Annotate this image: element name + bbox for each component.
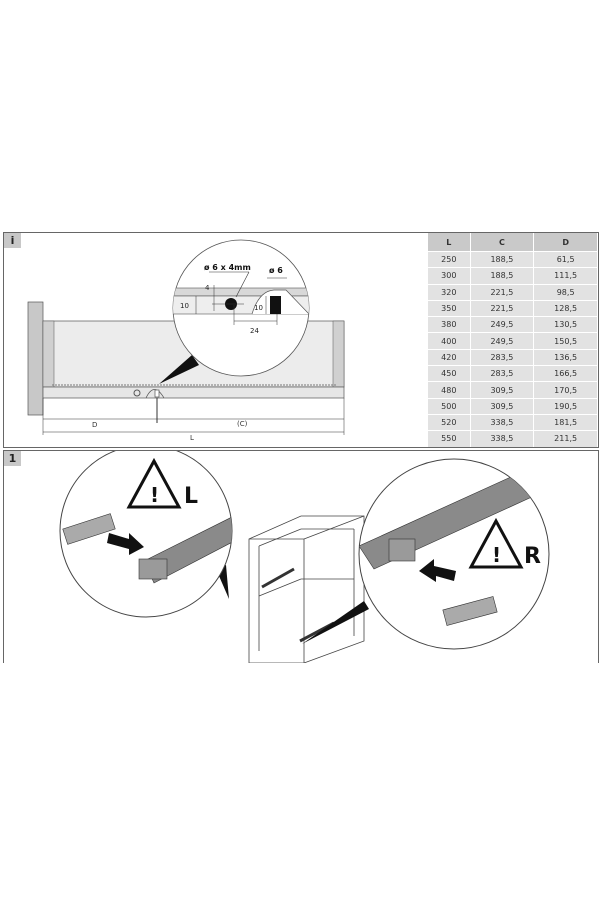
table-cell: 420 xyxy=(428,348,471,366)
col-c: C xyxy=(470,233,535,252)
table-cell: 250 xyxy=(428,250,471,268)
info-badge: i xyxy=(4,233,21,248)
right-side-label: R xyxy=(524,544,541,569)
table-cell: 181,5 xyxy=(533,413,598,431)
table-cell: 380 xyxy=(428,316,471,333)
info-panel: i xyxy=(3,232,599,448)
svg-text:!: ! xyxy=(150,483,159,507)
table-cell: 150,5 xyxy=(533,332,598,350)
table-cell: 309,5 xyxy=(470,397,535,415)
pin-label: ø 6 xyxy=(269,266,283,275)
step1-panel: 1 ! xyxy=(3,450,599,663)
runner-upper xyxy=(261,567,295,589)
assembly-illustration: ! L ! R xyxy=(59,451,550,663)
table-cell: 450 xyxy=(428,365,471,382)
table-cell: 249,5 xyxy=(470,332,535,350)
table-cell: 338,5 xyxy=(470,413,535,431)
dim-d: D xyxy=(92,421,97,429)
table-cell: 550 xyxy=(428,430,471,447)
dim-10-right: 10 xyxy=(254,304,263,312)
table-cell: 190,5 xyxy=(533,397,598,415)
warning-icon-left xyxy=(126,457,182,509)
runner-rail xyxy=(42,386,345,399)
arrow-left-icon xyxy=(419,559,456,582)
col-d: D xyxy=(533,233,598,252)
table-cell: 400 xyxy=(428,332,471,350)
left-side-label: L xyxy=(184,484,198,509)
table-cell: 130,5 xyxy=(533,316,598,333)
table-cell: 98,5 xyxy=(533,283,598,301)
arrow-right-icon xyxy=(107,533,144,555)
dim-24: 24 xyxy=(250,327,259,335)
hole-label: ø 6 x 4mm xyxy=(204,263,251,272)
svg-text:!: ! xyxy=(492,543,501,567)
table-cell: 111,5 xyxy=(533,267,598,285)
drawer-dimension-drawing: ø 6 x 4mm ø 6 4 10 10 24 D (C) L xyxy=(27,239,345,442)
table-cell: 480 xyxy=(428,381,471,399)
dim-c: (C) xyxy=(237,420,248,428)
step1-badge: 1 xyxy=(4,451,21,466)
front-panel xyxy=(27,301,44,416)
dim-4: 4 xyxy=(205,284,210,292)
table-cell: 128,5 xyxy=(533,299,598,317)
table-cell: 320 xyxy=(428,283,471,301)
table-cell: 300 xyxy=(428,267,471,285)
screw-icon xyxy=(133,389,141,397)
table-cell: 170,5 xyxy=(533,381,598,399)
table-cell: 249,5 xyxy=(470,316,535,333)
col-l: L xyxy=(428,233,471,252)
table-cell: 283,5 xyxy=(470,365,535,382)
table-cell: 520 xyxy=(428,413,471,431)
table-cell: 309,5 xyxy=(470,381,535,399)
table-cell: 221,5 xyxy=(470,283,535,301)
table-cell: 221,5 xyxy=(470,299,535,317)
table-cell: 500 xyxy=(428,397,471,415)
table-cell: 338,5 xyxy=(470,430,535,447)
dim-l: L xyxy=(190,434,194,442)
table-cell: 136,5 xyxy=(533,348,598,366)
table-cell: 61,5 xyxy=(533,250,598,268)
table-cell: 188,5 xyxy=(470,250,535,268)
table-cell: 188,5 xyxy=(470,267,535,285)
table-cell: 211,5 xyxy=(533,430,598,447)
table-cell: 283,5 xyxy=(470,348,535,366)
dim-10-left: 10 xyxy=(180,302,189,310)
table-cell: 350 xyxy=(428,299,471,317)
warning-icon-right xyxy=(468,517,524,569)
table-cell: 166,5 xyxy=(533,365,598,382)
